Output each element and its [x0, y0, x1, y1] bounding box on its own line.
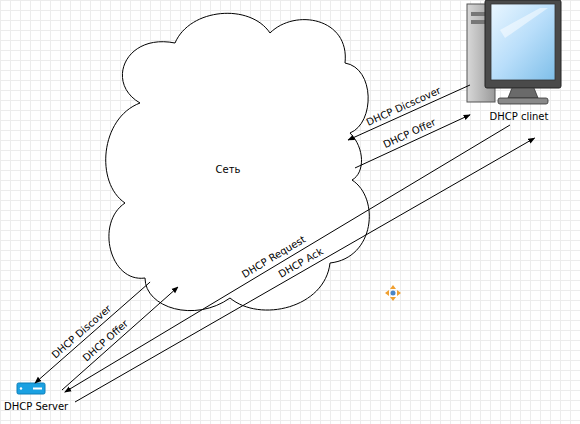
message-arrow	[35, 282, 150, 383]
client-node: DHCP clinet	[462, 0, 572, 140]
message-arrow	[355, 115, 470, 168]
move-handle-icon	[385, 285, 401, 301]
node-label: DHCP clinet	[490, 111, 549, 123]
node-label: DHCP Server	[4, 401, 68, 413]
server-icon	[17, 383, 45, 394]
server-node: DHCP Server	[0, 378, 80, 414]
message-arrow	[62, 287, 178, 390]
message-arrow	[65, 125, 510, 392]
message-label: DHCP Discover	[49, 302, 113, 360]
computer-icon	[467, 0, 561, 104]
message-label: DHCP Offer	[381, 117, 437, 152]
node-label: Сеть	[216, 164, 241, 176]
message-arrow	[75, 138, 535, 402]
cloud-path	[106, 13, 370, 310]
message-arrow	[348, 85, 470, 140]
